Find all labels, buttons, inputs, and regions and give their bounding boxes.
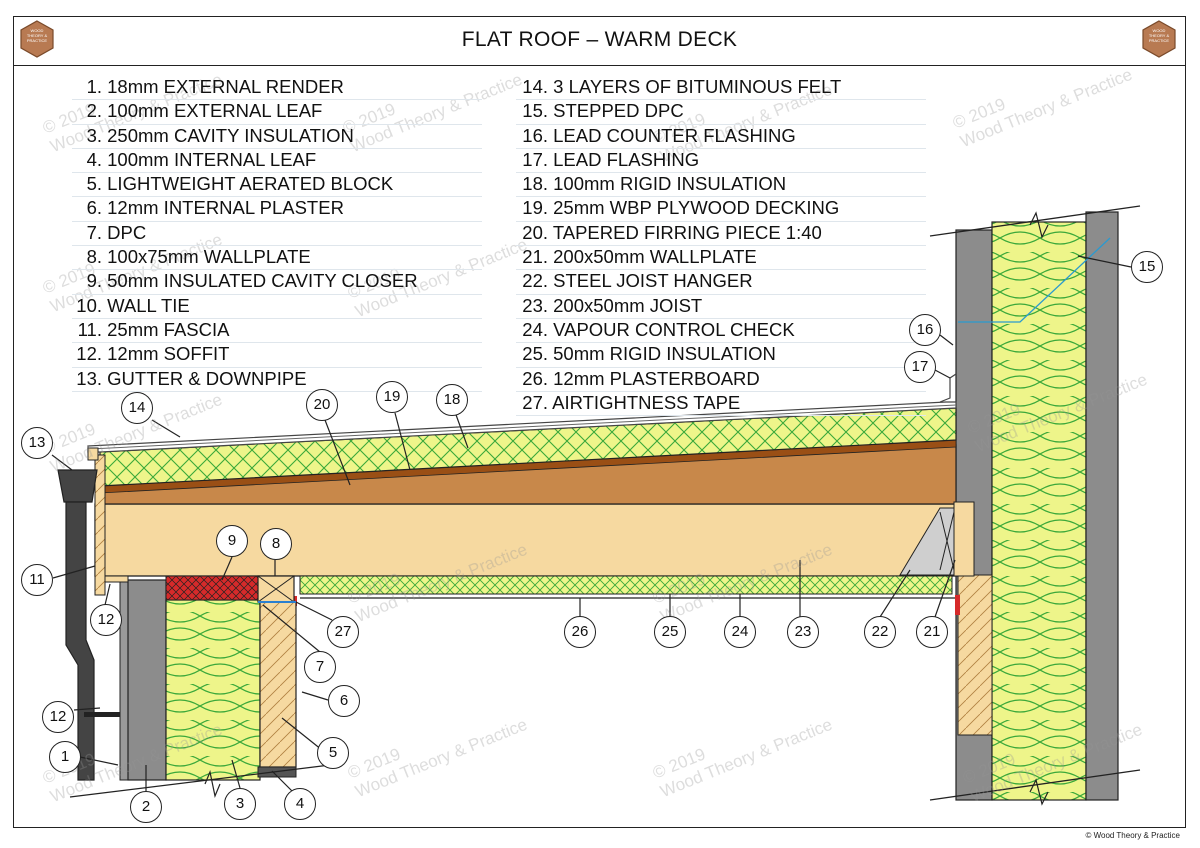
callout-5: 5	[317, 737, 349, 769]
logo-right: WOOD THEORY & PRACTICE	[1142, 20, 1176, 58]
legend-item: 3. 250mm CAVITY INSULATION	[72, 125, 482, 149]
legend-item: 1. 18mm EXTERNAL RENDER	[72, 76, 482, 101]
legend-item: 12. 12mm SOFFIT	[72, 343, 482, 368]
callout-2: 2	[130, 791, 162, 823]
leader-lines	[51, 255, 1132, 792]
callout-8: 8	[260, 528, 292, 560]
logo-left-text: WOOD THEORY & PRACTICE	[26, 28, 48, 43]
legend-item: 11. 25mm FASCIA	[72, 319, 482, 344]
legend-item: 18. 100mm RIGID INSULATION	[516, 173, 926, 198]
legend-item: 24. VAPOUR CONTROL CHECK	[516, 319, 926, 344]
left-wall	[57, 447, 331, 799]
callout-4: 4	[284, 788, 316, 820]
callout-9: 9	[216, 525, 248, 557]
callout-12-pipe: 12	[42, 701, 74, 733]
legend-item: 15. STEPPED DPC	[516, 100, 926, 125]
logo-left: WOOD THEORY & PRACTICE	[20, 20, 54, 58]
legend-column-1: 1. 18mm EXTERNAL RENDER 2. 100mm EXTERNA…	[72, 76, 482, 392]
legend-item: 5. LIGHTWEIGHT AERATED BLOCK	[72, 173, 482, 198]
callout-1: 1	[49, 741, 81, 773]
legend-item: 19. 25mm WBP PLYWOOD DECKING	[516, 197, 926, 222]
legend-item: 17. LEAD FLASHING	[516, 149, 926, 174]
drawing-frame	[13, 16, 1186, 828]
legend-item: 7. DPC	[72, 222, 482, 247]
legend-item: 4. 100mm INTERNAL LEAF	[72, 149, 482, 174]
legend-item: 21. 200x50mm WALLPLATE	[516, 246, 926, 271]
callout-11: 11	[21, 564, 53, 596]
legend-item: 20. TAPERED FIRRING PIECE 1:40	[516, 222, 926, 247]
callout-22: 22	[864, 616, 896, 648]
callout-24: 24	[724, 616, 756, 648]
legend-item: 22. STEEL JOIST HANGER	[516, 270, 926, 295]
callout-6: 6	[328, 685, 360, 717]
legend-item: 10. WALL TIE	[72, 295, 482, 319]
legend-item: 26. 12mm PLASTERBOARD	[516, 368, 926, 392]
callout-26: 26	[564, 616, 596, 648]
callout-3: 3	[224, 788, 256, 820]
callout-15: 15	[1131, 251, 1163, 283]
callout-14: 14	[121, 392, 153, 424]
callout-16: 16	[909, 314, 941, 346]
callout-21: 21	[916, 616, 948, 648]
callout-27: 27	[327, 616, 359, 648]
callout-25: 25	[654, 616, 686, 648]
legend-item: 25. 50mm RIGID INSULATION	[516, 343, 926, 368]
legend-item: 13. GUTTER & DOWNPIPE	[72, 368, 482, 392]
callout-13: 13	[21, 427, 53, 459]
callout-19: 19	[376, 381, 408, 413]
legend-item: 2. 100mm EXTERNAL LEAF	[72, 100, 482, 125]
callout-17: 17	[904, 351, 936, 383]
callout-7: 7	[304, 651, 336, 683]
legend-column-2: 14. 3 LAYERS OF BITUMINOUS FELT 15. STEP…	[516, 76, 926, 417]
legend-item: 6. 12mm INTERNAL PLASTER	[72, 197, 482, 222]
right-wall	[929, 205, 1141, 806]
legend-item: 8. 100x75mm WALLPLATE	[72, 246, 482, 271]
legend-item: 27. AIRTIGHTNESS TAPE	[516, 392, 926, 417]
copyright-text: © Wood Theory & Practice	[1085, 831, 1180, 840]
legend-item: 14. 3 LAYERS OF BITUMINOUS FELT	[516, 76, 926, 101]
callout-20: 20	[306, 389, 338, 421]
page-title: FLAT ROOF – WARM DECK	[461, 28, 738, 51]
title-bar: FLAT ROOF – WARM DECK	[13, 16, 1186, 66]
callout-23: 23	[787, 616, 819, 648]
callout-12-soffit: 12	[90, 604, 122, 636]
legend-item: 23. 200x50mm JOIST	[516, 295, 926, 319]
legend-item: 9. 50mm INSULATED CAVITY CLOSER	[72, 270, 482, 295]
logo-right-text: WOOD THEORY & PRACTICE	[1148, 28, 1170, 43]
legend-item: 16. LEAD COUNTER FLASHING	[516, 125, 926, 149]
callout-18: 18	[436, 384, 468, 416]
